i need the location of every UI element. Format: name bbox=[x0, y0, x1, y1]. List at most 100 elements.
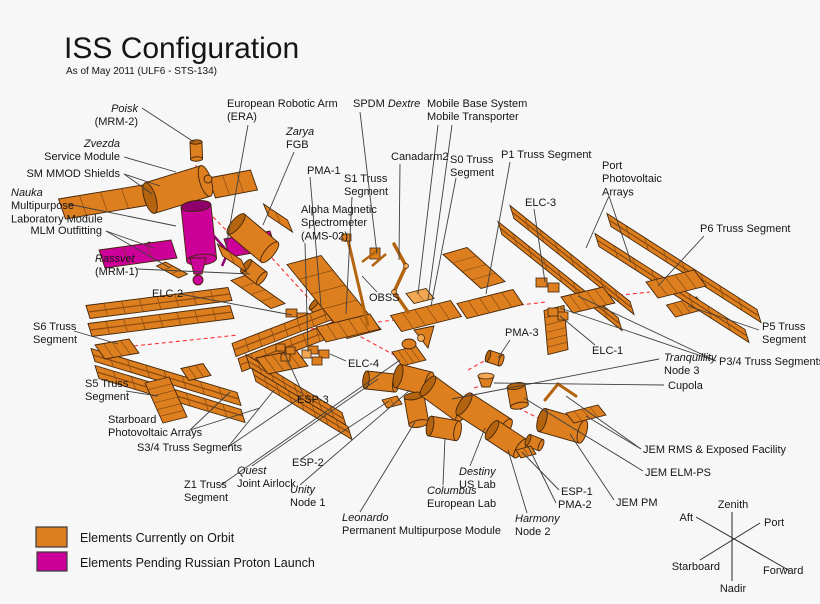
leader-unity bbox=[299, 389, 411, 486]
esp3-platform bbox=[275, 343, 296, 362]
label-jem-pm: JEM PM bbox=[616, 497, 658, 509]
leader-starboard-photovoltaic-arrays-1 bbox=[189, 407, 261, 431]
page-title: ISS Configuration bbox=[64, 32, 299, 65]
red-dash bbox=[467, 359, 487, 371]
label-cupola: Cupola bbox=[668, 380, 704, 392]
red-dash bbox=[377, 319, 395, 323]
leader-elc-3 bbox=[533, 208, 546, 283]
obss-boom bbox=[341, 233, 370, 327]
compass-axis-port-starboard bbox=[699, 522, 761, 561]
leader-nauka bbox=[67, 203, 177, 227]
label-pma-2: PMA-2 bbox=[558, 499, 592, 511]
elc1-platform bbox=[547, 307, 569, 321]
zarya-module bbox=[216, 202, 294, 274]
label-p6-truss: P6 Truss Segment bbox=[700, 223, 791, 235]
leader-poisk bbox=[141, 107, 195, 143]
red-dash bbox=[519, 301, 547, 306]
legend-swatch-pending bbox=[36, 551, 68, 572]
leader-mobile-base-system bbox=[417, 124, 439, 295]
leader-destiny bbox=[469, 427, 486, 467]
leader-s5-truss bbox=[125, 390, 159, 397]
leader-p5-truss bbox=[687, 305, 760, 331]
compass-starboard: Starboard bbox=[672, 561, 720, 573]
zvezda-module bbox=[57, 165, 259, 220]
label-esp-1: ESP-1 bbox=[561, 486, 593, 498]
label-s3-4-truss: S3/4 Truss Segments bbox=[137, 442, 243, 454]
label-elc-3: ELC-3 bbox=[525, 197, 556, 209]
compass-labels: Zenith Nadir Aft Forward Port Starboard bbox=[672, 499, 804, 595]
leader-cupola bbox=[493, 382, 665, 386]
label-p1-truss: P1 Truss Segment bbox=[501, 149, 592, 161]
label-p3-4-truss: P3/4 Truss Segments bbox=[719, 356, 820, 368]
compass-port: Port bbox=[764, 517, 784, 529]
esp2-platform bbox=[381, 395, 403, 409]
mobile-transporter bbox=[405, 287, 435, 305]
leader-esp-3 bbox=[283, 351, 304, 395]
leader-s3-4-truss bbox=[227, 389, 275, 448]
compass-forward: Forward bbox=[763, 565, 803, 577]
leader-jem-elm-ps bbox=[523, 397, 644, 472]
leader-jem-rms-ef-1 bbox=[585, 415, 642, 450]
leader-p3-4-truss-1 bbox=[559, 307, 717, 362]
leader-jem-pm bbox=[569, 433, 615, 501]
leader-rassvet bbox=[136, 268, 251, 275]
p6-truss-group bbox=[594, 212, 762, 344]
compass-zenith: Zenith bbox=[718, 499, 749, 511]
label-jem-rms-ef: JEM RMS & Exposed Facility bbox=[643, 444, 787, 456]
label-elc-4: ELC-4 bbox=[348, 358, 379, 370]
leader-port-photovoltaic-arrays bbox=[585, 195, 610, 249]
label-esp-3: ESP-3 bbox=[297, 394, 329, 406]
label-esp-2: ESP-2 bbox=[292, 457, 324, 469]
leader-leonardo bbox=[359, 421, 416, 513]
leader-p6-truss bbox=[657, 235, 705, 287]
red-dash bbox=[611, 291, 651, 297]
legend-label-pending: Elements Pending Russian Proton Launch bbox=[80, 556, 315, 570]
label-pma-1: PMA-1 bbox=[307, 165, 341, 177]
leader-pma-3 bbox=[497, 339, 511, 359]
leader-ams-02 bbox=[304, 242, 309, 353]
ams02-experiment bbox=[301, 349, 312, 359]
label-elc-2: ELC-2 bbox=[152, 288, 183, 300]
label-era: European Robotic Arm(ERA) bbox=[227, 98, 338, 123]
esp1-platform bbox=[515, 445, 537, 459]
leader-s1-truss bbox=[345, 196, 353, 315]
legend-label-on-orbit: Elements Currently on Orbit bbox=[80, 531, 235, 545]
leader-era bbox=[225, 124, 249, 248]
leader-z1-truss bbox=[220, 359, 401, 486]
leader-mobile-base-system-1 bbox=[427, 124, 453, 301]
leader-mlm-outfitting bbox=[105, 230, 155, 249]
leader-canadarm2 bbox=[398, 163, 401, 261]
leader-harmony bbox=[507, 449, 528, 514]
leader-obss bbox=[361, 275, 378, 293]
s5-truss bbox=[144, 362, 212, 424]
leader-elc-2 bbox=[179, 293, 293, 316]
leader-pma-2 bbox=[527, 445, 557, 504]
leader-zarya bbox=[262, 151, 295, 226]
leader-lines bbox=[67, 107, 760, 514]
leader-sm-mmod-shields-1 bbox=[123, 173, 153, 195]
leader-zvezda bbox=[123, 156, 177, 173]
rassvet-module bbox=[240, 259, 268, 286]
p1-truss bbox=[442, 246, 524, 320]
red-dash bbox=[271, 257, 311, 301]
leader-tranquillity bbox=[451, 358, 660, 400]
leader-p3-4-truss bbox=[577, 295, 717, 362]
compass-rose bbox=[695, 512, 791, 581]
leader-port-photovoltaic-arrays-1 bbox=[608, 195, 632, 263]
label-pma-3: PMA-3 bbox=[505, 327, 539, 339]
s0-truss bbox=[389, 299, 463, 349]
